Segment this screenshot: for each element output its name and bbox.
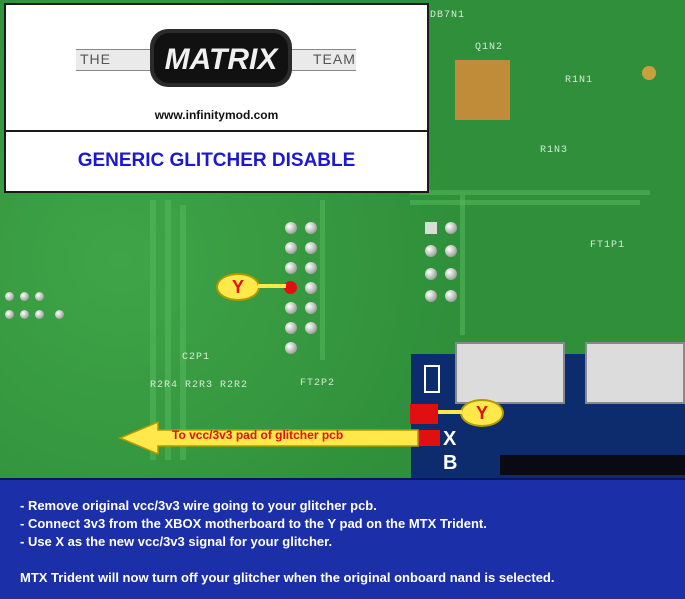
header-box: THE TEAM MATRIX www.infinitymod.com GENE… xyxy=(4,3,429,193)
chip-strip xyxy=(500,455,685,475)
instruction-line-3: - Use X as the new vcc/3v3 signal for yo… xyxy=(20,534,333,549)
instruction-line-2: - Connect 3v3 from the XBOX motherboard … xyxy=(20,516,487,531)
y-pad-marker xyxy=(410,404,438,424)
y-callout-pointer xyxy=(258,284,286,288)
site-url: www.infinitymod.com xyxy=(154,108,279,122)
y-callout-trident-pointer xyxy=(438,410,462,414)
logo-text-team: TEAM xyxy=(313,51,356,67)
arrow-label: To vcc/3v3 pad of glitcher pcb xyxy=(172,428,344,442)
ribbon-connector-right xyxy=(585,342,685,404)
instructions-panel: - Remove original vcc/3v3 wire going to … xyxy=(0,478,685,599)
logo-area: THE TEAM MATRIX www.infinitymod.com xyxy=(6,5,427,132)
pad-label-b: B xyxy=(443,452,458,474)
arrow-to-glitcher xyxy=(118,420,419,456)
logo-mark-text: MATRIX xyxy=(165,43,280,76)
instruction-note: MTX Trident will now turn off your glitc… xyxy=(20,570,555,585)
y-callout-motherboard: Y xyxy=(216,273,260,301)
x-pad-marker xyxy=(418,430,440,446)
logo-text-the: THE xyxy=(80,51,111,67)
pad-label-x: X xyxy=(443,428,457,450)
matrix-logo: MATRIX xyxy=(150,29,292,87)
page-title: GENERIC GLITCHER DISABLE xyxy=(77,150,356,171)
instruction-line-1: - Remove original vcc/3v3 wire going to … xyxy=(20,498,377,513)
ribbon-connector-left xyxy=(455,342,565,404)
board-outline-mark xyxy=(424,365,440,393)
y-callout-trident: Y xyxy=(460,399,504,427)
y-solder-point xyxy=(284,281,297,294)
